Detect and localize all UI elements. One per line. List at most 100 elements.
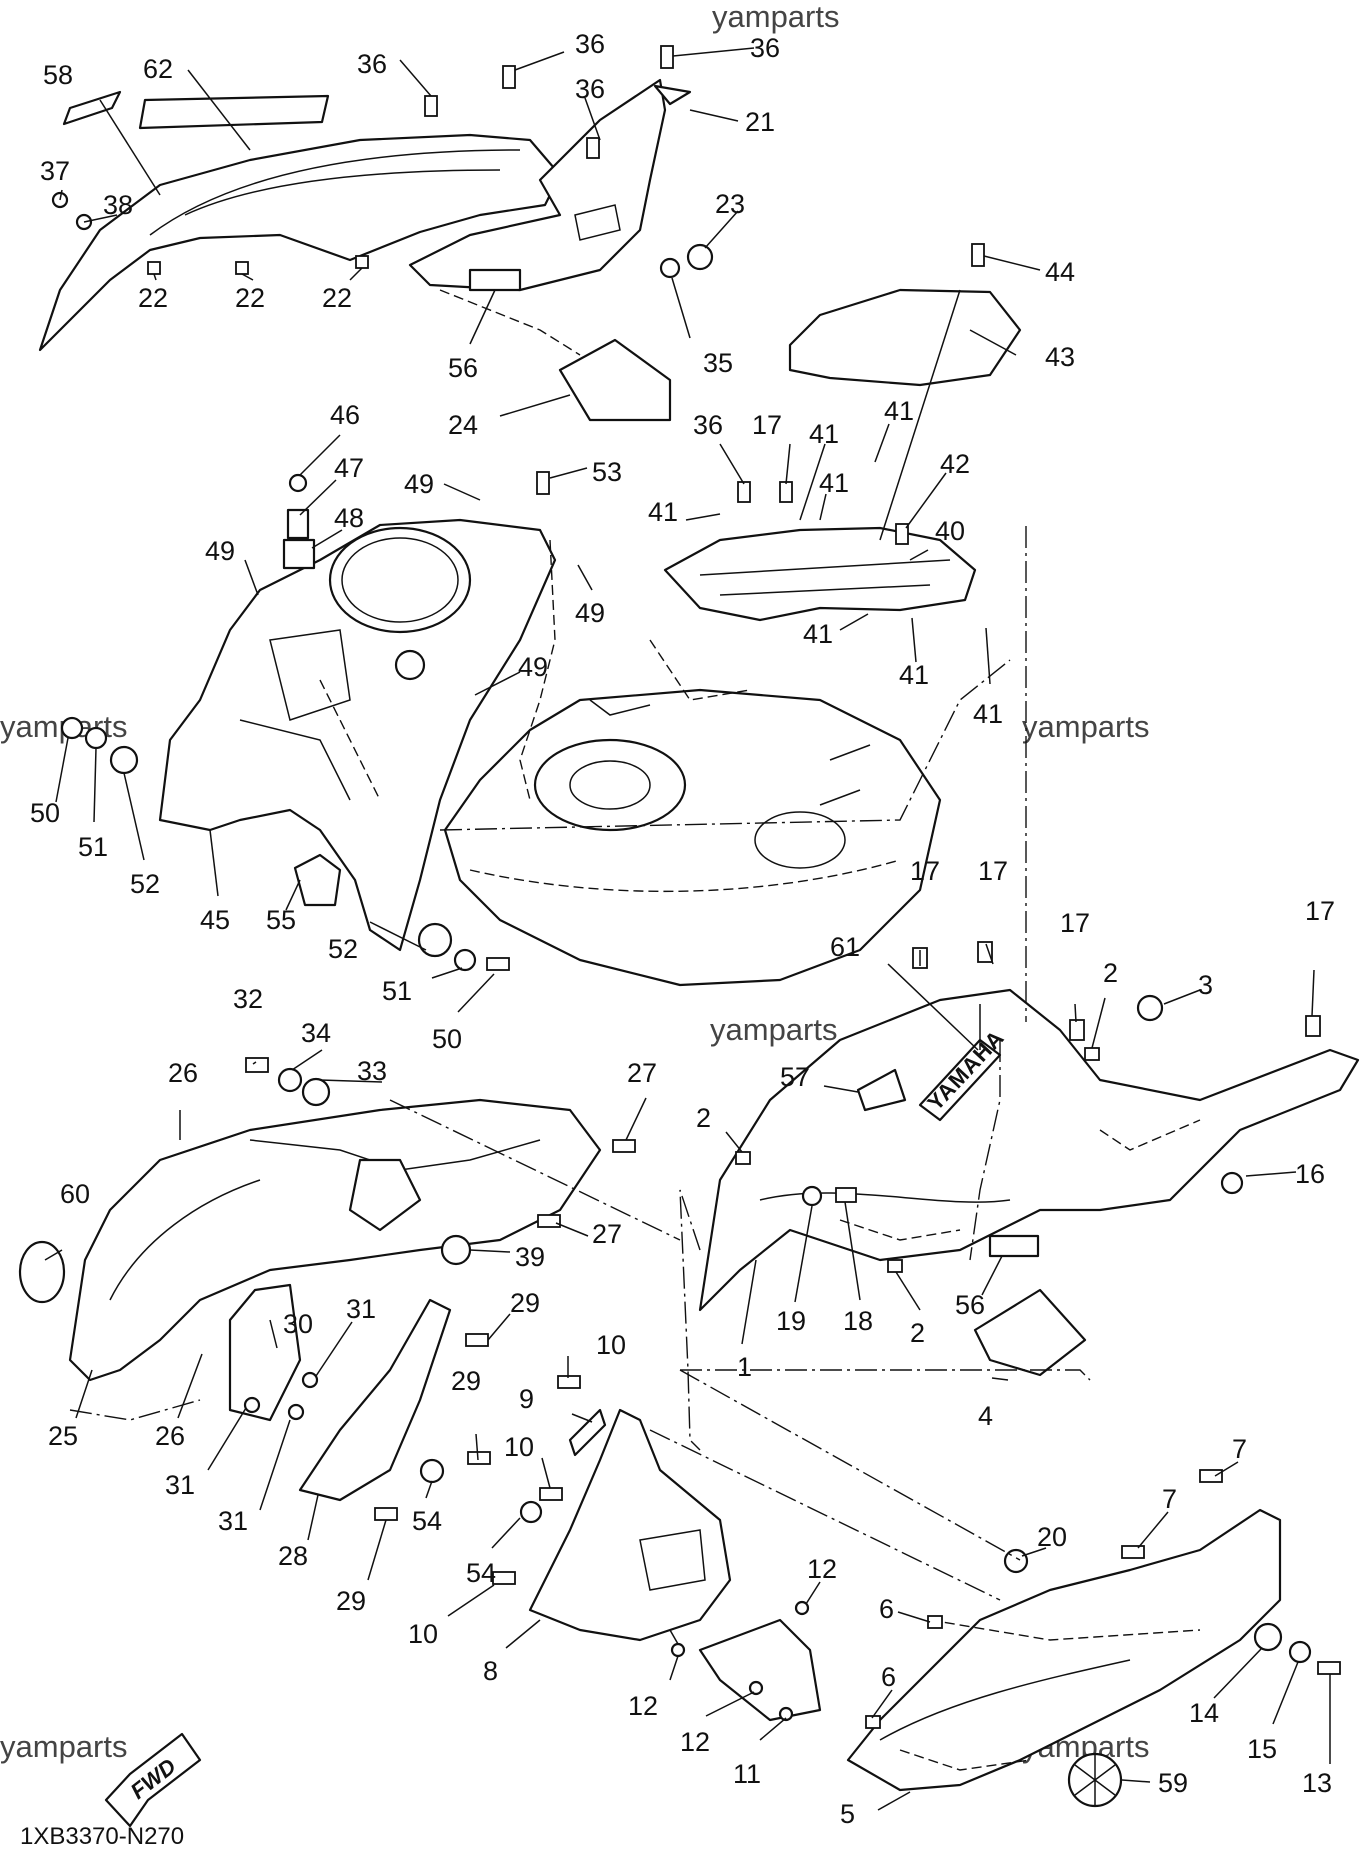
callout-17: 17 [1305,896,1335,926]
leader-lines [44,47,1331,1811]
seal-60 [18,1240,66,1304]
graphic-62 [138,94,330,130]
rear-cowl-right [408,78,667,292]
damper-56-top [468,268,522,292]
callout-22: 22 [235,283,265,313]
callout-51: 51 [382,976,412,1006]
callout-30: 30 [283,1309,313,1339]
callout-41: 41 [819,468,849,498]
callout-28: 28 [278,1541,308,1571]
callout-6: 6 [879,1594,894,1624]
bracket-30 [228,1283,302,1422]
callout-21: 21 [745,107,775,137]
grommet-52-left [109,745,139,775]
callout-47: 47 [334,453,364,483]
callout-41: 41 [648,497,678,527]
callout-58: 58 [43,60,73,90]
bracket-40 [663,526,977,622]
callout-16: 16 [1295,1159,1325,1189]
fuel-tank [443,688,942,987]
callout-29: 29 [336,1586,366,1616]
callout-26: 26 [168,1058,198,1088]
callout-37: 37 [40,156,70,186]
bracket-8 [528,1408,732,1642]
grommet-33 [301,1077,331,1107]
grommet-14 [1253,1622,1283,1652]
seat-cowl-43 [788,243,1022,387]
callout-4: 4 [978,1401,993,1431]
callout-55: 55 [266,905,296,935]
callout-12: 12 [680,1727,710,1757]
callout-50: 50 [432,1024,462,1054]
callout-49: 49 [205,536,235,566]
callout-20: 20 [1037,1522,1067,1552]
under-cowl-5 [846,1508,1282,1792]
callout-33: 33 [357,1056,387,1086]
callout-59: 59 [1158,1768,1188,1798]
grommet-39 [440,1234,472,1266]
bolt-13 [1317,1661,1341,1675]
bolt-50-right [486,957,510,971]
bolt-27-lower [537,1214,561,1228]
callout-52: 52 [328,934,358,964]
callout-23: 23 [715,189,745,219]
callout-29: 29 [451,1366,481,1396]
callout-17: 17 [1060,908,1090,938]
washer-51-left [84,726,108,750]
callout-25: 25 [48,1421,78,1451]
callout-52: 52 [130,869,160,899]
callout-5: 5 [840,1799,855,1829]
grommet-48 [282,538,316,570]
callout-41: 41 [884,396,914,426]
grommet-54-left [419,1458,445,1484]
callout-18: 18 [843,1306,873,1336]
grommet-54-right [519,1500,543,1524]
grommet-52-right [417,922,453,958]
callout-34: 34 [301,1018,331,1048]
callout-62: 62 [143,54,173,84]
callout-36: 36 [575,29,605,59]
callout-57: 57 [780,1062,810,1092]
diagram-code: 1XB3370-N270 [20,1823,184,1850]
callout-36: 36 [575,74,605,104]
callout-53: 53 [592,457,622,487]
bolt-46 [288,473,308,493]
side-cover-1 [698,988,1360,1312]
clip-35 [659,257,681,279]
washer-34 [277,1067,303,1093]
callout-10: 10 [504,1432,534,1462]
callout-40: 40 [935,516,965,546]
callout-60: 60 [60,1179,90,1209]
clip-16 [1220,1171,1244,1195]
front-cowl-25 [68,1098,602,1382]
callout-29: 29 [510,1288,540,1318]
watermark-top: yamparts [712,0,839,34]
callout-31: 31 [218,1506,248,1536]
callout-27: 27 [627,1058,657,1088]
bolt-27-top [612,1139,636,1153]
callout-19: 19 [776,1306,806,1336]
bracket-55 [293,853,342,907]
callout-24: 24 [448,410,478,440]
callout-54: 54 [412,1506,442,1536]
callout-10: 10 [408,1619,438,1649]
callout-31: 31 [165,1470,195,1500]
grommet-3 [1136,994,1164,1022]
callout-46: 46 [330,400,360,430]
callout-48: 48 [334,503,364,533]
callout-8: 8 [483,1656,498,1686]
callout-44: 44 [1045,257,1075,287]
callout-15: 15 [1247,1734,1277,1764]
callout-2: 2 [696,1103,711,1133]
callout-49: 49 [404,469,434,499]
grommet-23 [686,243,714,271]
collar-15 [1288,1640,1312,1664]
callout-56: 56 [955,1290,985,1320]
callout-9: 9 [519,1384,534,1414]
callout-11: 11 [733,1759,761,1789]
screw-36-bracket [737,481,751,503]
callout-26: 26 [155,1421,185,1451]
bracket-4 [973,1288,1087,1377]
collar-47 [286,508,310,540]
tank-cover-45 [158,518,557,952]
